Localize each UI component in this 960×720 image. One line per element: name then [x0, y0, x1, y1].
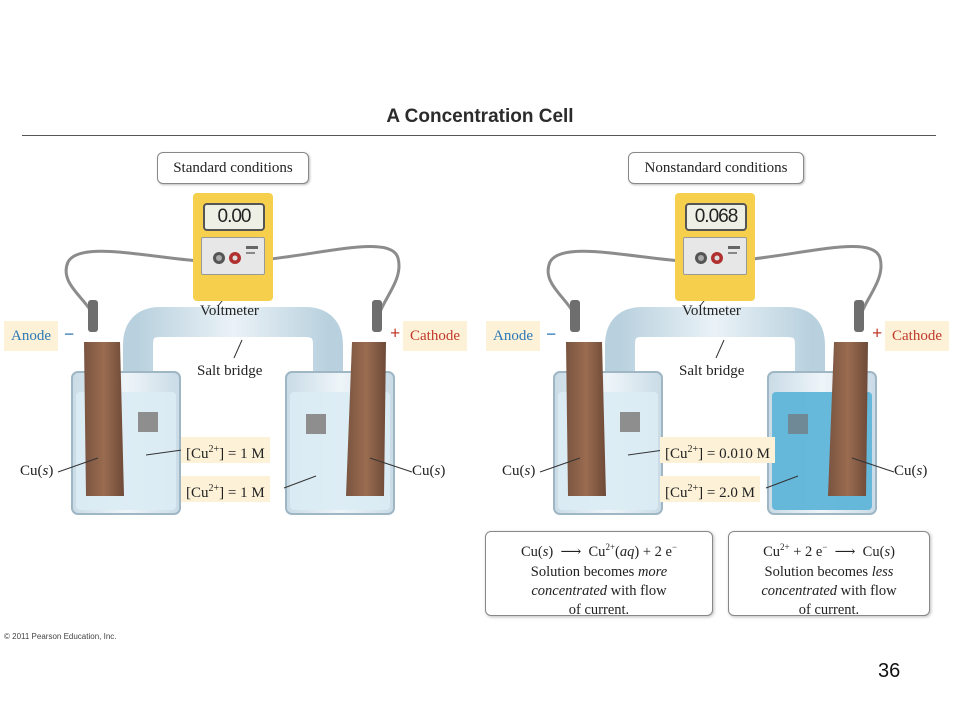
left-conc-cathode: [Cu2+] = 1 M	[181, 476, 270, 502]
left-clip-cathode	[372, 300, 382, 332]
left-cathode-label: Cathode	[403, 321, 467, 351]
right-voltmeter: 0.068	[675, 193, 755, 301]
left-salt-bridge	[123, 307, 343, 440]
left-wire-anode	[64, 249, 211, 321]
left-clip-anode	[88, 300, 98, 332]
left-salt-bridge-label: Salt bridge	[197, 363, 263, 379]
left-anode-sign: −	[64, 324, 75, 344]
right-electrode-label-anode: Cu(s)	[502, 463, 536, 479]
left-voltmeter-label: Voltmeter	[200, 303, 259, 319]
standard-conditions-label: Standard conditions	[157, 152, 309, 184]
left-voltmeter-panel	[201, 237, 265, 275]
right-cell	[539, 245, 895, 515]
left-bridge-plug-a	[138, 412, 158, 432]
right-wire-anode	[546, 249, 693, 321]
left-electrode-cathode	[346, 342, 386, 496]
right-bridge-plug-b	[788, 414, 808, 434]
anode-reaction-equation: Cu(s) ⟶ Cu2+(aq) + 2 e−	[520, 542, 678, 560]
left-leader-conc-anode	[145, 449, 183, 456]
page-number: 36	[878, 660, 901, 682]
left-voltmeter: 0.00	[193, 193, 273, 301]
right-wire-cathode	[707, 245, 883, 319]
right-voltmeter-terminals-icon	[695, 246, 740, 264]
left-wire-cathode	[225, 245, 401, 319]
right-voltmeter-panel	[683, 237, 747, 275]
right-leader-conc-anode	[627, 449, 665, 456]
left-leader-bridge	[233, 339, 243, 359]
right-electrode-anode	[566, 342, 606, 496]
left-leader-conc-cathode	[283, 475, 317, 489]
title-rule	[22, 135, 936, 136]
left-conc-anode: [Cu2+] = 1 M	[181, 437, 270, 463]
left-electrode-anode	[84, 342, 124, 496]
right-bridge-plug-a	[620, 412, 640, 432]
right-leader-bridge	[715, 339, 725, 359]
cathode-reaction-equation: Cu2+ + 2 e− ⟶ Cu(s)	[763, 542, 895, 560]
right-anode-sign: −	[546, 324, 557, 344]
right-clip-cathode	[854, 300, 864, 332]
right-leader-conc-cathode	[765, 475, 799, 489]
left-bridge-plug-b	[306, 414, 326, 434]
right-cathode-sign: +	[872, 323, 883, 343]
left-leader-cu-left	[57, 457, 99, 473]
left-cell	[57, 245, 413, 515]
cathode-reaction-box: Cu2+ + 2 e− ⟶ Cu(s) Solution becomes les…	[728, 531, 930, 618]
nonstandard-conditions-label: Nonstandard conditions	[628, 152, 804, 184]
right-salt-bridge-label: Salt bridge	[679, 363, 745, 379]
left-voltmeter-display: 0.00	[203, 203, 265, 231]
right-clip-anode	[570, 300, 580, 332]
right-leader-cu-left	[539, 457, 581, 473]
anode-reaction-box: Cu(s) ⟶ Cu2+(aq) + 2 e− Solution becomes…	[485, 531, 713, 618]
left-voltmeter-terminals-icon	[213, 246, 258, 264]
right-conc-cathode: [Cu2+] = 2.0 M	[660, 476, 760, 502]
right-electrode-cathode	[828, 342, 868, 496]
page-title: A Concentration Cell	[386, 106, 574, 127]
right-anode-label: Anode	[486, 321, 540, 351]
left-electrode-label-anode: Cu(s)	[20, 463, 54, 479]
right-voltmeter-display: 0.068	[685, 203, 747, 231]
right-electrode-label-cathode: Cu(s)	[894, 463, 928, 479]
left-leader-cu-right	[369, 457, 413, 473]
left-anode-label: Anode	[4, 321, 58, 351]
right-voltmeter-label: Voltmeter	[682, 303, 741, 319]
copyright-notice: © 2011 Pearson Education, Inc.	[4, 632, 117, 641]
left-electrode-label-cathode: Cu(s)	[412, 463, 446, 479]
left-cathode-sign: +	[390, 323, 401, 343]
right-salt-bridge	[605, 307, 825, 440]
right-cathode-label: Cathode	[885, 321, 949, 351]
right-leader-cu-right	[851, 457, 895, 473]
right-conc-anode: [Cu2+] = 0.010 M	[660, 437, 775, 463]
